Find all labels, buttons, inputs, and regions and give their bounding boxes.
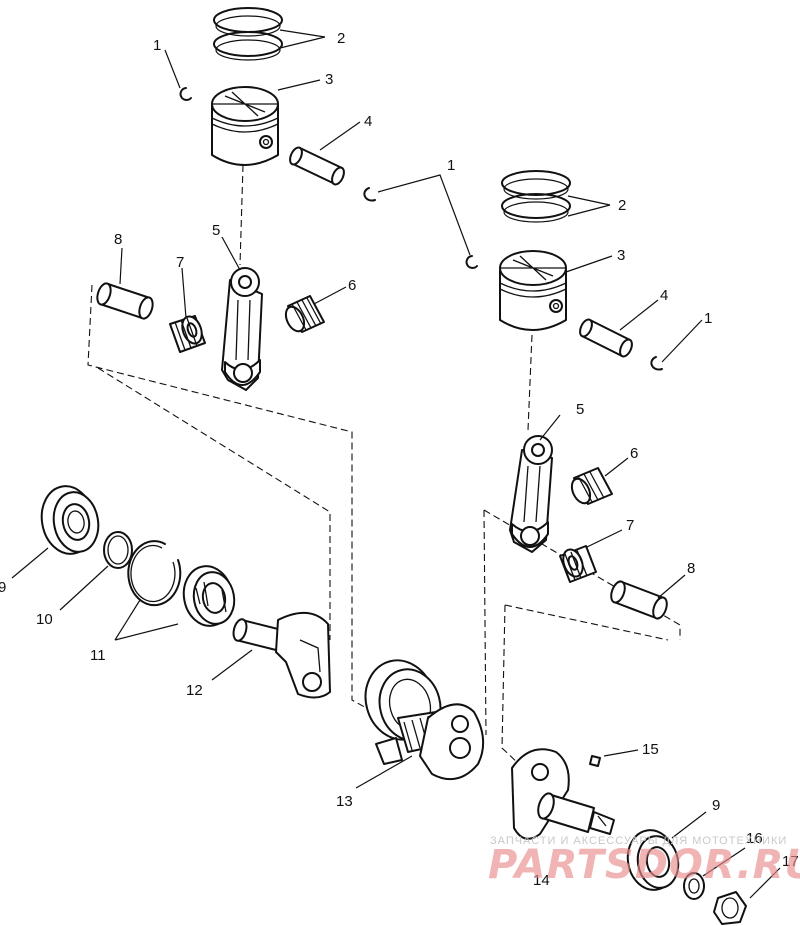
callout-17: 17 xyxy=(782,853,799,870)
left-connecting-rod xyxy=(221,267,263,391)
callout-7: 7 xyxy=(176,254,184,271)
watermark: ЗАПЧАСТИ И АКСЕССУАРЫ ДЛЯ МОТОТЕХНИКИ PA… xyxy=(488,835,800,888)
nut xyxy=(713,891,747,925)
callout-1: 1 xyxy=(447,157,455,174)
left-circlip-top xyxy=(179,87,192,101)
callout-2: 2 xyxy=(618,197,626,214)
watermark-logo: PARTSDOR.RU xyxy=(488,842,800,888)
callout-5: 5 xyxy=(212,222,220,239)
left-piston xyxy=(211,86,279,166)
callout-8: 8 xyxy=(687,560,695,577)
callout-1: 1 xyxy=(153,37,161,54)
callout-8: 8 xyxy=(114,231,122,248)
right-main-bearing xyxy=(626,829,680,891)
left-crank-half xyxy=(232,612,331,699)
right-circlip-top xyxy=(465,255,478,269)
callout-4: 4 xyxy=(660,287,668,304)
right-piston xyxy=(499,250,567,331)
left-small-end-bearing xyxy=(284,295,325,333)
callout-6: 6 xyxy=(348,277,356,294)
left-big-end-bearing xyxy=(169,315,206,353)
callout-11: 11 xyxy=(90,647,106,664)
callout-5: 5 xyxy=(576,401,584,418)
right-piston-pin xyxy=(579,318,633,358)
left-shim-ring xyxy=(103,531,133,569)
woodruff-key xyxy=(589,755,601,767)
left-piston-rings xyxy=(213,7,283,61)
callout-4: 4 xyxy=(364,113,372,130)
left-piston-pin xyxy=(289,146,345,186)
callout-7: 7 xyxy=(626,517,634,534)
callout-6: 6 xyxy=(630,445,638,462)
callout-9: 9 xyxy=(712,797,720,814)
left-main-bearing xyxy=(40,485,100,555)
right-circlip-bottom xyxy=(650,356,663,371)
callout-numbers: 1 2 3 4 1 2 3 4 1 5 6 7 8 5 6 7 8 9 10 1… xyxy=(0,30,799,889)
center-crankshaft xyxy=(364,659,485,781)
callout-12: 12 xyxy=(186,682,203,699)
assembly-guide-lines xyxy=(87,164,681,766)
callout-15: 15 xyxy=(642,741,659,758)
leader-lines xyxy=(11,29,781,899)
callout-10: 10 xyxy=(36,611,53,628)
left-crank-pin xyxy=(96,282,154,320)
left-snap-rings xyxy=(127,540,182,607)
right-small-end-bearing xyxy=(570,467,613,505)
callout-13: 13 xyxy=(336,793,353,810)
washer xyxy=(683,872,705,900)
callout-3: 3 xyxy=(325,71,333,88)
right-piston-rings xyxy=(501,170,571,223)
callout-9: 9 xyxy=(0,579,6,596)
callout-2: 2 xyxy=(337,30,345,47)
callout-3: 3 xyxy=(617,247,625,264)
right-crank-pin xyxy=(610,580,668,620)
callout-14: 14 xyxy=(533,872,550,889)
watermark-tagline: ЗАПЧАСТИ И АКСЕССУАРЫ ДЛЯ МОТОТЕХНИКИ xyxy=(490,835,787,847)
right-crank-half xyxy=(511,748,615,840)
callout-1: 1 xyxy=(704,310,712,327)
callout-16: 16 xyxy=(746,830,763,847)
left-inner-bearing xyxy=(182,565,236,627)
right-connecting-rod xyxy=(509,435,553,553)
left-circlip-mid xyxy=(363,187,376,202)
right-big-end-bearing xyxy=(559,545,597,583)
